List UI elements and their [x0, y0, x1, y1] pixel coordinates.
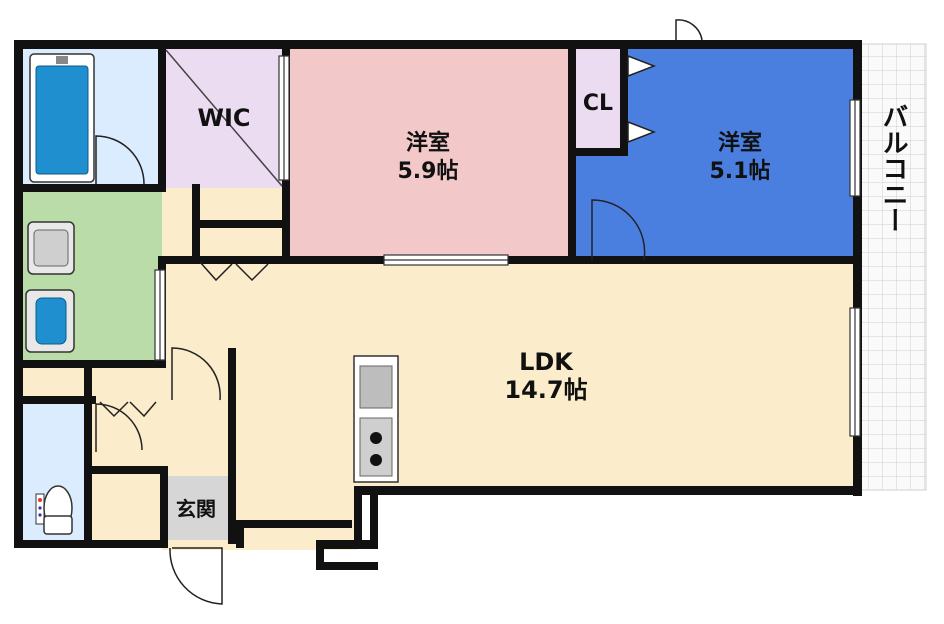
- balcony-area: [859, 43, 927, 491]
- western2-size: 5.1帖: [710, 159, 771, 184]
- closet-floor-top: [572, 44, 626, 152]
- door-swings: [95, 19, 703, 605]
- closet-doors: [627, 54, 657, 144]
- storage2-floor: [88, 474, 164, 540]
- ldk-size: 14.7帖: [504, 376, 587, 404]
- western2-label: 洋室: [718, 130, 762, 156]
- wic-label: WIC: [197, 104, 250, 132]
- washing-machine-icon: [25, 289, 75, 353]
- western1-size: 5.9帖: [398, 159, 459, 184]
- ldk-floor: [162, 260, 858, 490]
- entrance-floor: [164, 476, 228, 540]
- closet-label: CL: [583, 91, 613, 116]
- washbasin-icon: [27, 221, 75, 275]
- entrance-label: 玄関: [176, 497, 216, 521]
- balcony-label: バルコニー: [878, 103, 908, 233]
- kitchen-counter-icon: [353, 355, 399, 483]
- toilet-icon: [35, 485, 73, 535]
- wic-floor: [162, 44, 286, 188]
- ldk-label: LDK: [519, 348, 574, 376]
- wic-diagonal: [165, 49, 283, 187]
- bathtub-icon: [29, 53, 95, 183]
- western1-floor: [286, 44, 572, 260]
- windows: [154, 55, 861, 437]
- western1-label: 洋室: [406, 130, 450, 156]
